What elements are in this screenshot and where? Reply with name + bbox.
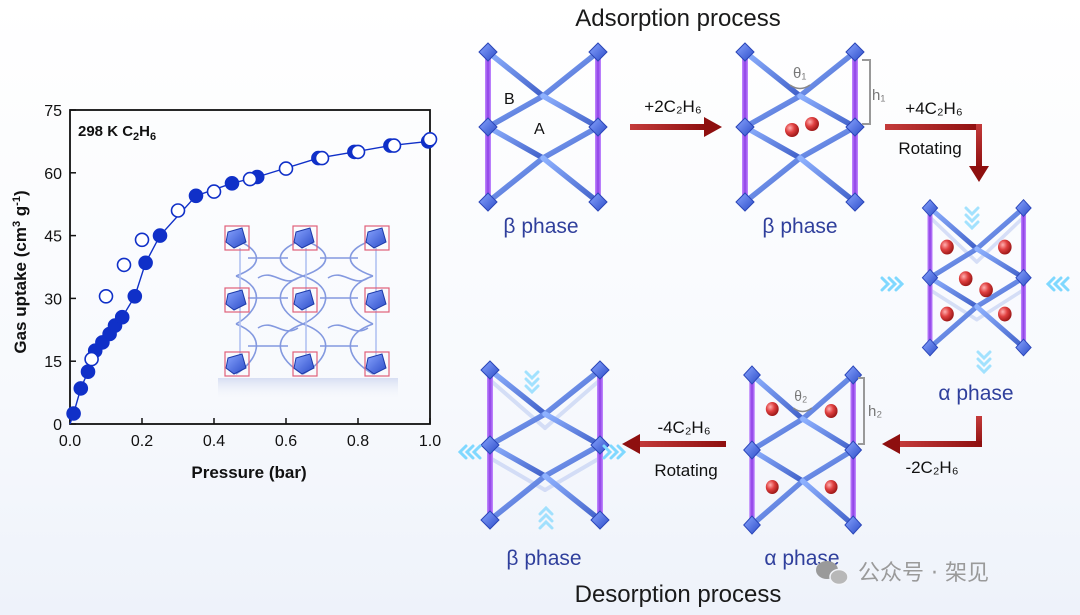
- step3-arrow: -2C₂H₆: [882, 416, 982, 477]
- phase-label-beta-1: β phase: [503, 215, 578, 238]
- expansion-arrows-icon: [880, 206, 1070, 374]
- adsorption-point: [127, 288, 143, 304]
- isotherm-chart: 0.0 0.2 0.4 0.6 0.8 1.0 0 15 30 45 60 75 298 K C2H6…: [11, 103, 441, 482]
- x-tick-label: 0.2: [131, 433, 153, 450]
- x-tick-label: 0.8: [347, 433, 369, 450]
- step2-rotating-label: Rotating: [898, 139, 961, 158]
- mof-framework-icon: [481, 361, 609, 529]
- mof-framework-icon: B A: [479, 43, 607, 211]
- step4-arrow: -4C₂H₆ Rotating: [622, 418, 726, 480]
- theta1-label: θ₁: [793, 65, 806, 82]
- y-axis-label: Gas uptake (cm3 g-1): [11, 190, 30, 353]
- adsorption-point: [66, 406, 81, 421]
- desorption-point: [386, 138, 402, 153]
- desorption-point: [278, 161, 294, 176]
- x-tick-label: 0.0: [59, 433, 81, 450]
- y-tick-label: 75: [44, 103, 62, 120]
- desorption-point: [206, 184, 222, 199]
- desorption-point: [84, 351, 99, 367]
- adsorption-point: [73, 381, 89, 396]
- mof-framework-icon: [922, 200, 1031, 356]
- phase-label-beta-2: β phase: [762, 215, 837, 238]
- desorption-point: [314, 150, 330, 166]
- adsorption-point: [152, 228, 168, 243]
- h2-bracket: h₂: [858, 377, 882, 445]
- adsorption-point: [114, 309, 130, 325]
- watermark-text: 公众号 · 架见: [858, 561, 989, 586]
- step4-rotating-label: Rotating: [654, 461, 717, 480]
- desorption-point: [170, 203, 186, 218]
- desorption-point: [422, 132, 438, 147]
- y-tick-label: 0: [53, 417, 62, 434]
- x-tick-label: 0.4: [203, 433, 225, 450]
- step1-arrow: +2C₂H₆: [630, 97, 722, 137]
- desorption-point: [350, 144, 366, 160]
- y-tick-label: 45: [44, 229, 62, 246]
- mechanism-schematic: Adsorption process Desorption process B …: [458, 5, 1070, 608]
- step2-arrow: +4C₂H₆ Rotating: [885, 99, 989, 182]
- mof-framework-icon: θ₂: [744, 366, 862, 534]
- step3-label: -2C₂H₆: [905, 458, 958, 477]
- y-tick-label: 60: [44, 166, 62, 183]
- adsorption-point: [80, 364, 96, 380]
- step2-label: +4C₂H₆: [905, 99, 962, 118]
- step4-label: -4C₂H₆: [657, 418, 710, 437]
- watermark: 公众号 · 架见: [816, 561, 989, 586]
- phase-label-beta-3: β phase: [506, 547, 581, 570]
- adsorption-title: Adsorption process: [575, 5, 780, 32]
- pore-a-label: A: [534, 121, 545, 138]
- plot-frame: [69, 109, 431, 425]
- crystal-structure-inset-icon: [218, 225, 398, 402]
- adsorption-point: [138, 255, 153, 271]
- h2-label: h₂: [868, 403, 882, 420]
- y-tick-label: 30: [44, 291, 62, 308]
- chart-annotation: 298 K C2H6: [78, 123, 156, 143]
- pore-b-label: B: [504, 91, 515, 108]
- x-axis-label: Pressure (bar): [191, 463, 306, 482]
- adsorption-point: [224, 176, 240, 191]
- desorption-title: Desorption process: [575, 581, 782, 608]
- x-tick-label: 1.0: [419, 433, 441, 450]
- h1-bracket: h₁: [862, 59, 885, 125]
- h1-label: h₁: [872, 87, 885, 104]
- desorption-point: [98, 288, 114, 304]
- phase-label-alpha-1: α phase: [938, 382, 1013, 405]
- mof-framework-icon: θ₁: [736, 43, 864, 211]
- desorption-point: [134, 232, 150, 248]
- adsorption-point: [188, 188, 204, 204]
- y-tick-label: 15: [44, 354, 62, 371]
- x-tick-label: 0.6: [275, 433, 297, 450]
- step1-label: +2C₂H₆: [644, 97, 701, 116]
- wechat-logo-icon: [816, 561, 849, 586]
- desorption-point: [242, 171, 258, 187]
- theta2-label: θ₂: [794, 389, 807, 406]
- desorption-point: [116, 257, 132, 273]
